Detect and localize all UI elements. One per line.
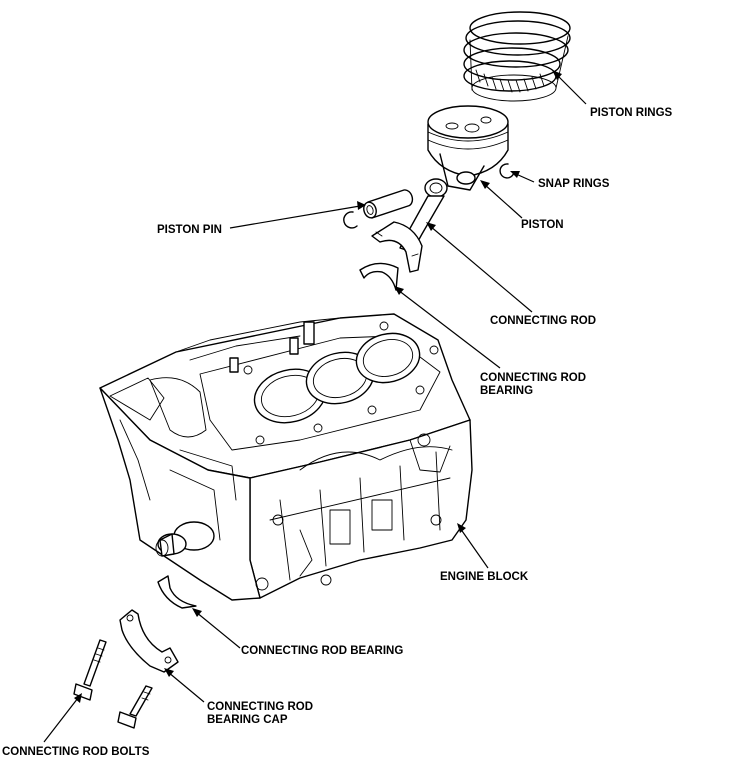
label-piston-rings: PISTON RINGS bbox=[590, 107, 673, 119]
connecting-rod-bolts bbox=[73, 639, 153, 729]
label-bearing-cap-line1: CONNECTING ROD bbox=[207, 701, 313, 713]
piston-pin bbox=[363, 189, 414, 219]
label-connecting-rod-bearing-line1: CONNECTING ROD bbox=[480, 372, 586, 384]
label-connecting-rod-bolts: CONNECTING ROD BOLTS bbox=[2, 746, 150, 758]
label-engine-block: ENGINE BLOCK bbox=[440, 571, 529, 583]
connecting-rod-bearing-cap bbox=[119, 609, 179, 673]
connecting-rod bbox=[371, 178, 448, 273]
label-snap-rings: SNAP RINGS bbox=[538, 178, 610, 190]
connecting-rod-bearing-upper bbox=[359, 262, 399, 291]
label-connecting-rod-bearing-lower: CONNECTING ROD BEARING bbox=[241, 645, 403, 657]
connecting-rod-bearing-lower bbox=[157, 575, 197, 609]
snap-rings bbox=[343, 163, 515, 229]
leader-lines bbox=[43, 70, 587, 743]
engine-block bbox=[99, 313, 473, 601]
label-connecting-rod: CONNECTING ROD bbox=[490, 315, 596, 327]
label-piston: PISTON bbox=[521, 219, 564, 231]
label-bearing-cap-line2: BEARING CAP bbox=[207, 714, 288, 726]
piston-rings bbox=[463, 11, 571, 102]
label-connecting-rod-bearing-line2: BEARING bbox=[480, 385, 533, 397]
piston bbox=[427, 105, 509, 191]
label-piston-pin: PISTON PIN bbox=[157, 224, 222, 236]
